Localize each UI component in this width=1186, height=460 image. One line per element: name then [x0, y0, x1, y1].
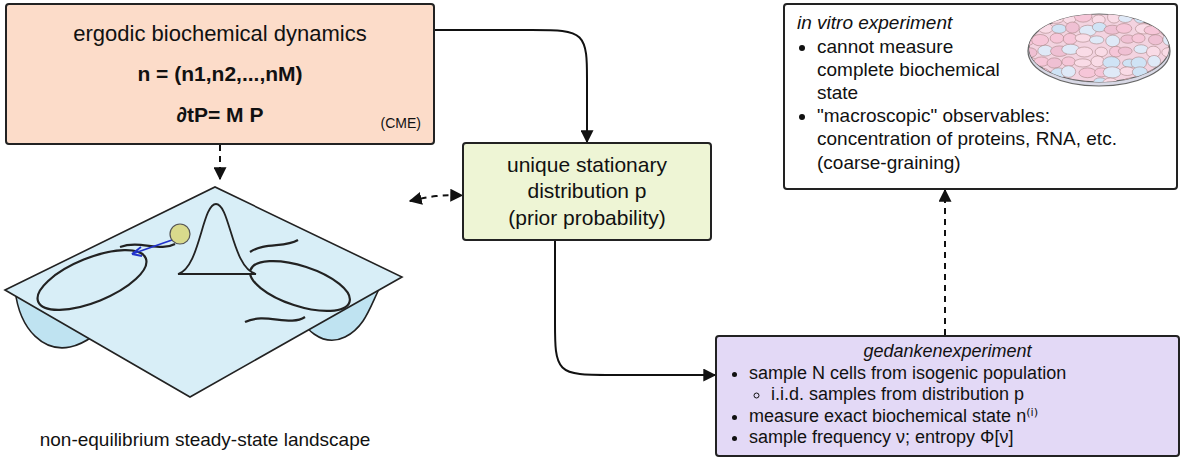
cell [1061, 66, 1075, 78]
node-text: sample N cells from isogenic population [749, 363, 1166, 385]
cell [1162, 48, 1175, 57]
cell [1091, 56, 1104, 67]
cell [1148, 35, 1162, 45]
cell [1163, 68, 1175, 78]
cell [1064, 79, 1076, 90]
cell [1163, 34, 1176, 46]
cell [1164, 58, 1178, 68]
cell [1076, 47, 1093, 57]
dish-base [1029, 14, 1169, 82]
node-text: sample frequency ν; entropy Φ[ν] [749, 427, 1166, 449]
landscape-figure: non-equilibrium steady-state landscape [0, 179, 410, 457]
node-text: (prior probability) [476, 205, 698, 231]
cell [1034, 57, 1049, 66]
cell [1151, 13, 1164, 23]
cell [1094, 78, 1107, 86]
cell [1066, 22, 1080, 33]
node-text: (CME) [381, 115, 421, 131]
cell [1051, 79, 1066, 91]
cell [1032, 34, 1049, 45]
cell [1039, 77, 1051, 88]
gedankenexperiment-box: gedankenexperimentsample N cells from is… [715, 335, 1180, 457]
cell [1134, 12, 1146, 24]
cell [1079, 68, 1096, 78]
cell [1022, 70, 1038, 79]
contour [250, 240, 298, 252]
cell [1103, 78, 1118, 88]
cell [1148, 69, 1163, 77]
cell [1118, 14, 1132, 23]
node-text: ∂tP= M P [19, 101, 421, 128]
landscape-plane [5, 187, 402, 397]
cell [1116, 24, 1132, 34]
node-heading: gedankenexperiment [729, 341, 1166, 363]
cell [1074, 10, 1092, 22]
dish-rim [1028, 16, 1170, 86]
cell [1132, 67, 1147, 77]
petri-dish [1022, 8, 1177, 90]
cell [1019, 22, 1033, 33]
dashed-arrow [944, 190, 946, 335]
cell [1021, 48, 1037, 58]
cell [1062, 57, 1075, 67]
cell [1047, 58, 1062, 68]
cell [1038, 23, 1053, 33]
solid-arrow [435, 30, 587, 142]
node-text: n = (n1,n2,...,nM) [19, 60, 421, 87]
cell [1074, 59, 1091, 67]
peak [178, 204, 256, 274]
process-box: ergodic biochemical dynamics n = (n1,n2,.… [5, 3, 435, 145]
cell [1076, 82, 1092, 91]
cell [1089, 36, 1103, 44]
cell [1023, 14, 1036, 23]
node-text: cannot measure complete biochemical stat… [817, 35, 1027, 105]
cell [1019, 78, 1034, 89]
node-text: "macroscopic" observables: concentration… [817, 104, 1164, 174]
state-ball [170, 224, 190, 244]
dashed-arrow [410, 195, 462, 201]
contour [244, 251, 355, 321]
trajectory-arrow [132, 240, 172, 254]
cell [1133, 79, 1146, 88]
cell [1063, 33, 1077, 44]
cell [1148, 55, 1161, 67]
contour [120, 244, 175, 247]
cell [1103, 67, 1121, 78]
node-text: i.i.d. samples from distribution p [771, 384, 1166, 406]
distribution-box: unique stationary distribution p(prior p… [462, 142, 712, 241]
solid-arrow [555, 241, 715, 375]
node-heading: ergodic biochemical dynamics [19, 20, 421, 48]
cell [1052, 24, 1067, 33]
cell [1034, 11, 1051, 21]
cell [1106, 35, 1120, 47]
node-heading: unique stationary distribution p [476, 152, 698, 205]
cell [1095, 47, 1107, 56]
cell [1118, 47, 1132, 55]
trajectory-arrowhead [132, 247, 142, 256]
cell [1134, 45, 1148, 54]
node-text: measure exact biochemical state n⁽ⁱ⁾ [749, 406, 1166, 428]
cell [1146, 78, 1163, 88]
cell [1123, 78, 1137, 86]
dashed-arrow [219, 145, 221, 179]
cell [1159, 25, 1175, 36]
node-heading: non-equilibrium steady-state landscape [0, 429, 410, 451]
contour [30, 238, 154, 322]
cell [1132, 34, 1145, 43]
cell [1050, 33, 1064, 43]
experiment-box: in vitro experimentcannot measure comple… [783, 3, 1178, 190]
cell [1075, 34, 1091, 42]
cell [1144, 26, 1161, 35]
cell [1164, 14, 1177, 23]
cell [1048, 15, 1064, 23]
landscape-illustration [0, 182, 410, 432]
contour [245, 317, 305, 322]
cell [1037, 68, 1050, 78]
node-heading: in vitro experiment [797, 11, 1164, 35]
